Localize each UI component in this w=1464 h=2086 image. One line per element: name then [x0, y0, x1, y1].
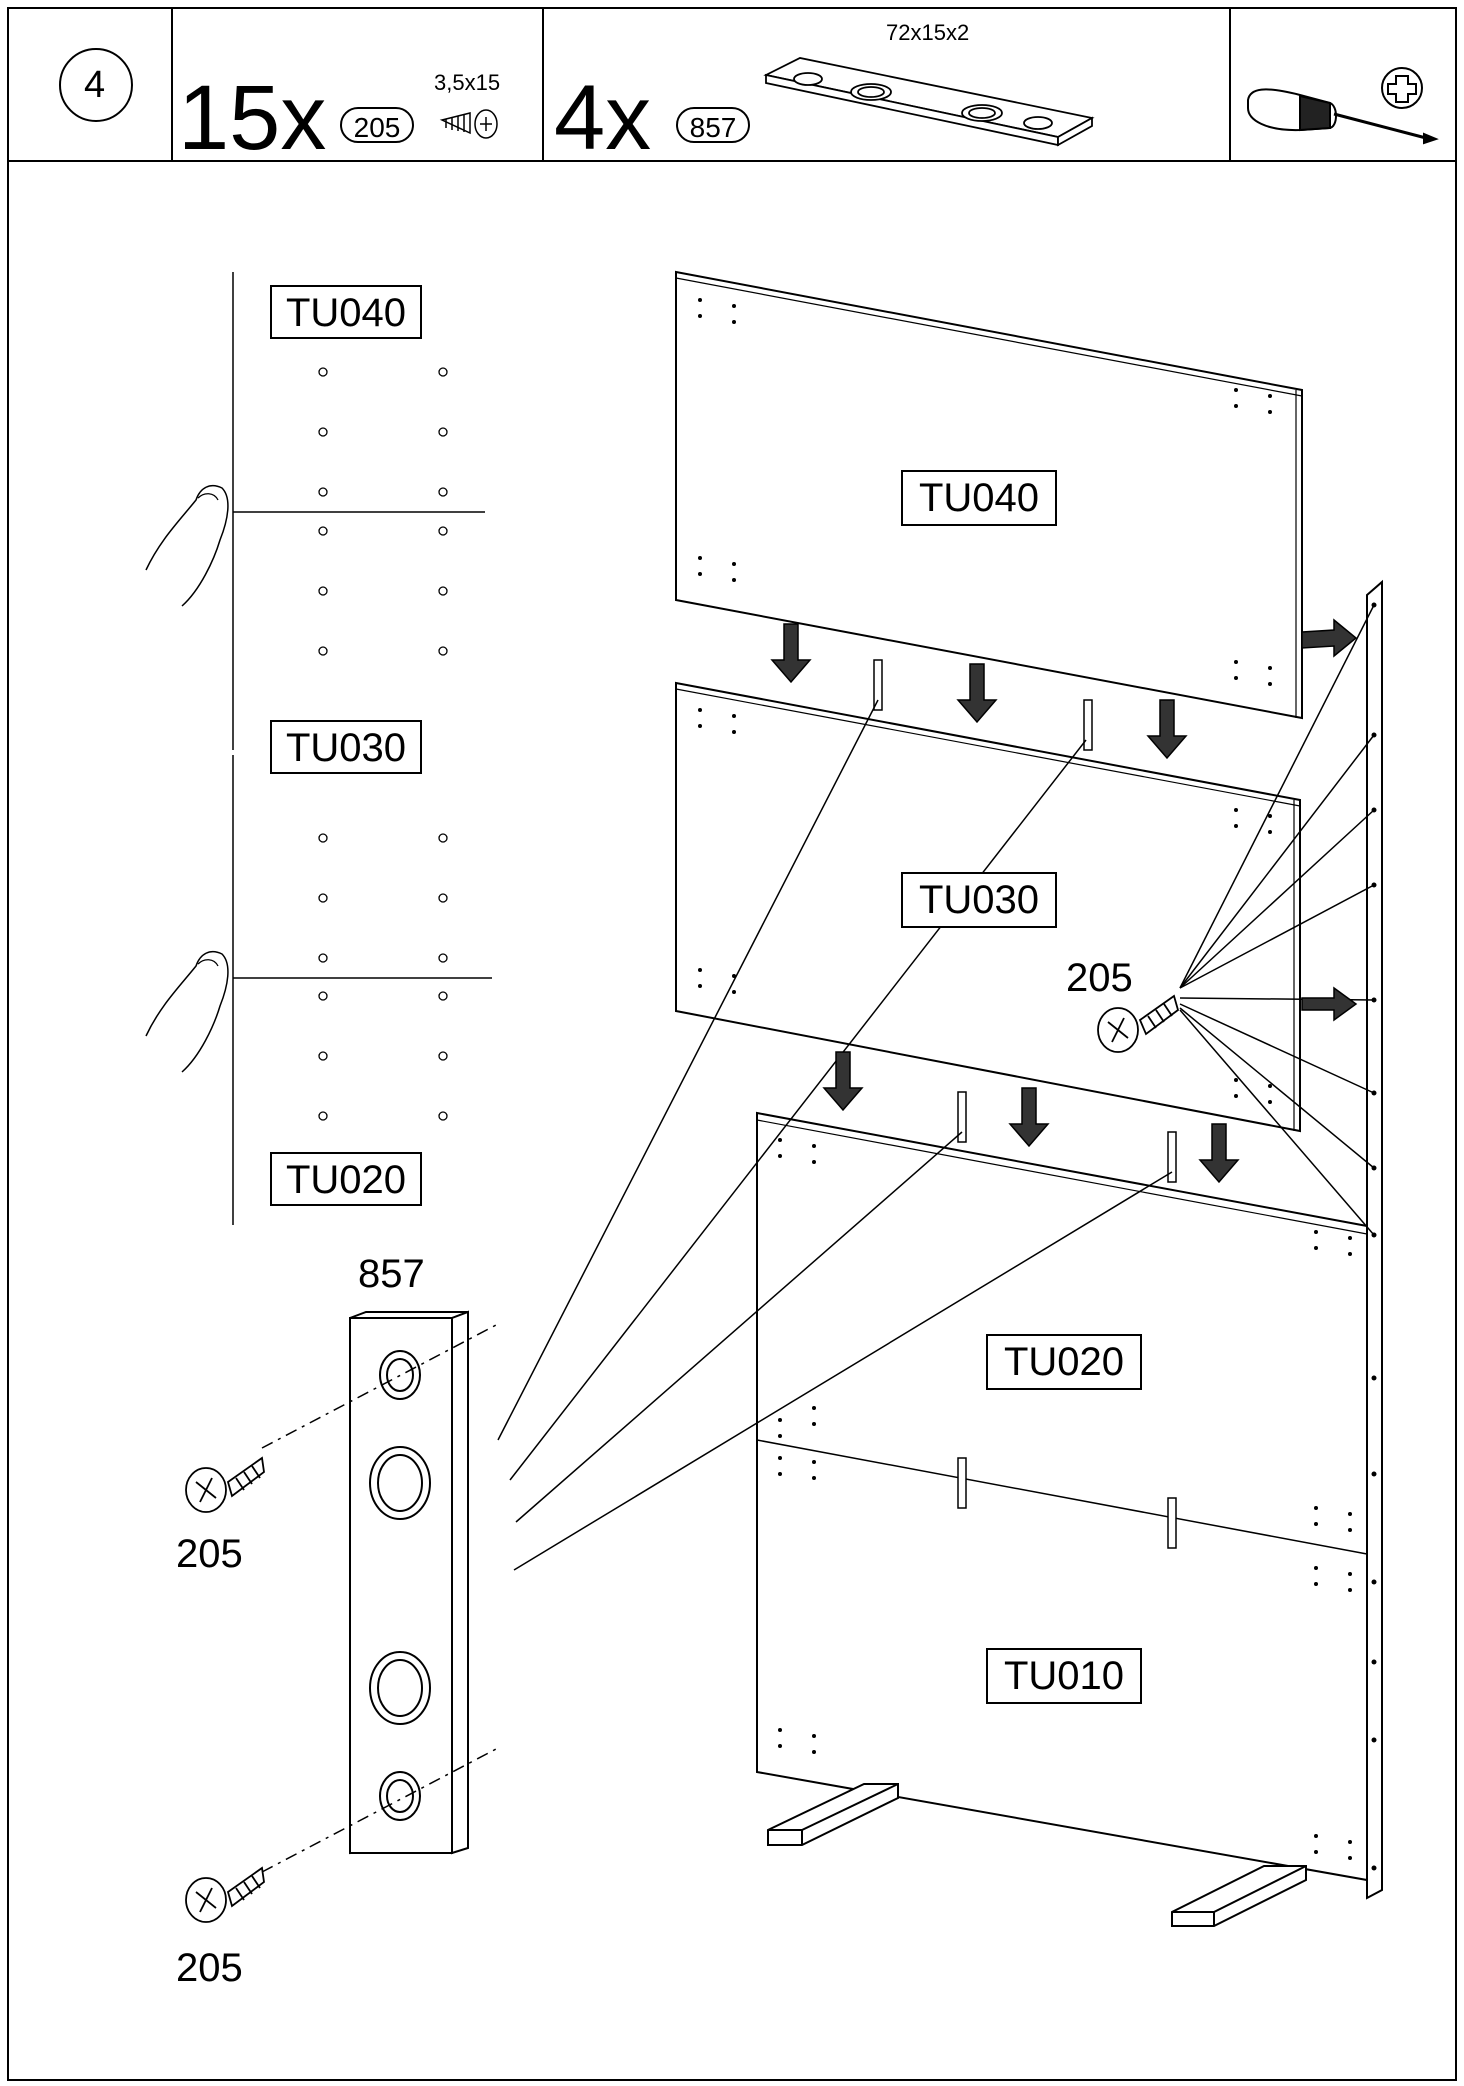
mounted-connectors: [873, 659, 1177, 1549]
connector-plate-icon: [763, 57, 1095, 147]
screw-icon: [1097, 994, 1180, 1053]
screw-quantity: 15x: [178, 67, 327, 169]
screw-callout-label-top: 205: [176, 1532, 243, 1576]
leader-lines: [497, 604, 1375, 1571]
panel-label-tu040: TU040: [901, 470, 1057, 526]
connector-quantity: 4x: [554, 67, 652, 169]
page-frame: [7, 7, 1457, 2081]
connector-part-number: 857: [676, 107, 750, 143]
screw-callout-label-main: 205: [1066, 956, 1133, 1000]
screw-part-number: 205: [340, 107, 414, 143]
side-view-label-bottom: TU020: [270, 1152, 422, 1206]
screwdriver-icon: [1247, 67, 1439, 145]
connector-callout-label: 857: [358, 1252, 425, 1296]
panel-label-tu030: TU030: [901, 872, 1057, 928]
side-view: [145, 272, 492, 1225]
screw-callout-label-bottom: 205: [176, 1946, 243, 1990]
side-view-label-top: TU040: [270, 285, 422, 339]
arrow-icon: [770, 618, 1358, 1184]
connector-size: 72x15x2: [886, 20, 970, 45]
panel-label-tu020: TU020: [986, 1334, 1142, 1390]
panel-label-tu010: TU010: [986, 1648, 1142, 1704]
connector-callout: [261, 1310, 499, 1873]
finger-icon: [145, 950, 229, 1073]
screw-icon: [439, 109, 498, 139]
screw-size: 3,5x15: [434, 70, 501, 95]
side-rail: [1366, 579, 1383, 1900]
dowel-holes: [318, 367, 448, 1121]
side-view-label-middle: TU030: [270, 720, 422, 774]
screw-icon: [185, 1866, 265, 1923]
finger-icon: [145, 484, 229, 607]
screw-icon: [185, 1456, 265, 1513]
step-number: 4: [84, 64, 106, 106]
panel-holes: [698, 298, 1377, 1871]
step-circle: [59, 48, 133, 122]
